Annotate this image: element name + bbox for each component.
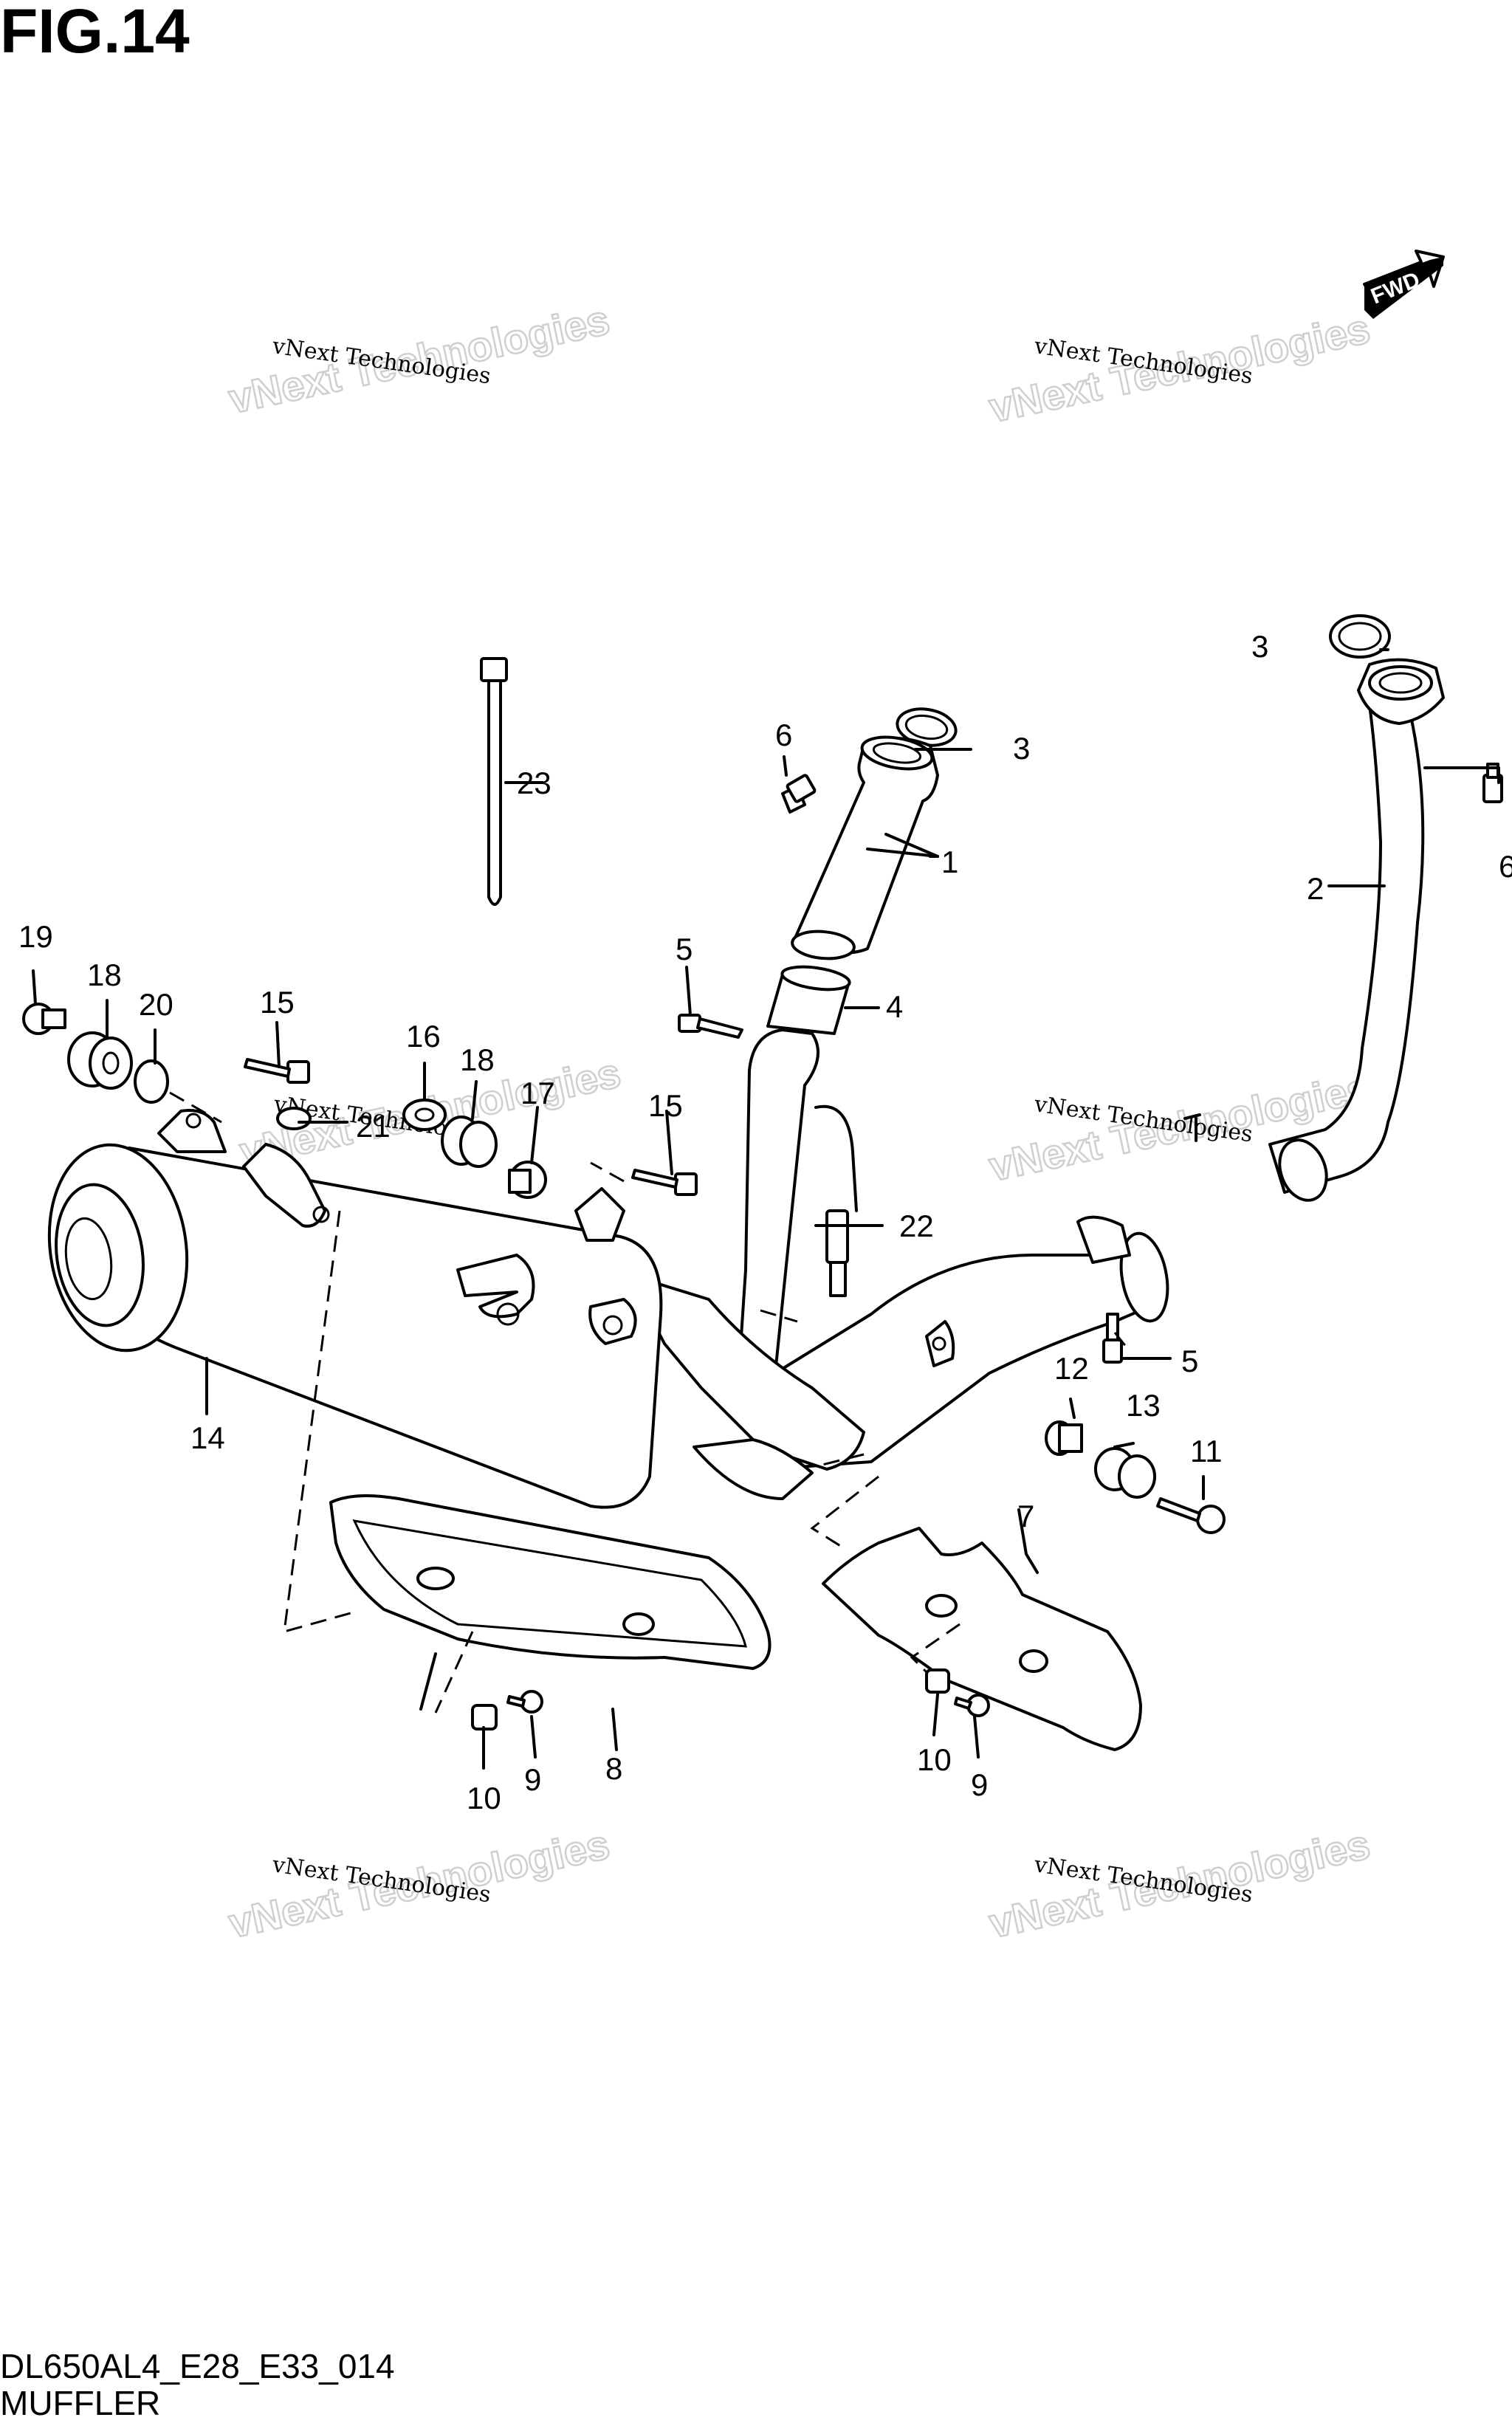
figure-title: FIG.14 [0,0,190,66]
bolt-part-15-right [631,1169,698,1196]
assembly-guide-lines [169,1091,1131,1714]
heat-shield-front-part [329,1494,772,1670]
callout-9-left: 9 [524,1762,541,1797]
callout-17: 17 [520,1076,555,1110]
callout-1: 1 [941,845,958,879]
leader-lines [32,648,1500,1770]
bolt-part-6-left [781,774,817,814]
callout-16: 16 [406,1019,441,1054]
connector-sleeve-part [766,965,851,1035]
collar-part-17 [508,1161,547,1199]
watermark-top-right: vNext Technologies vNext Technologies [984,304,1375,432]
exhaust-pipe-left-part [791,735,939,960]
screw-part-9-left [506,1690,543,1714]
callout-7: 7 [1017,1499,1034,1533]
grommet-part-16 [402,1099,447,1131]
callout-10-left: 10 [467,1781,501,1815]
watermark-bottom-right: vNext Technologies vNext Technologies [984,1820,1375,1948]
callout-6-right: 6 [1499,849,1512,884]
callout-13: 13 [1126,1388,1161,1423]
muffler-part [47,1109,663,1509]
callout-18-right: 18 [460,1042,495,1077]
washer-part-21 [276,1107,312,1130]
callout-15-left: 15 [260,985,295,1020]
collar-part-12 [1045,1420,1083,1456]
callout-15-right: 15 [648,1088,683,1123]
grommet-part-18-right [441,1116,498,1168]
gasket-ring-part-right [1329,614,1391,659]
callout-8: 8 [605,1751,622,1786]
cable-tie-part [480,657,508,906]
diagram-name: MUFFLER [0,2384,161,2422]
oxygen-sensor-part [814,1104,858,1297]
callout-2: 2 [1307,871,1324,906]
bolt-part-15-left [244,1058,310,1084]
callout-3-left: 3 [1013,731,1030,766]
watermark-bottom-left: vNext Technologies vNext Technologies [224,1820,614,1948]
callout-18-left: 18 [87,958,122,992]
bolt-part-11 [1156,1497,1226,1534]
washer-part-20 [134,1059,169,1104]
callout-10-right: 10 [917,1742,952,1777]
callout-4: 4 [886,989,903,1024]
callout-14: 14 [190,1420,225,1455]
callout-3-right: 3 [1251,629,1268,664]
callout-22: 22 [899,1209,934,1243]
exhaust-collector-part [611,1028,1169,1500]
callout-11: 11 [1190,1434,1223,1468]
callout-21: 21 [356,1109,391,1144]
callout-5-lower: 5 [1181,1344,1198,1378]
diagram-code: DL650AL4_E28_E33_014 [0,2347,395,2385]
bolt-part-5-lower [1102,1313,1123,1364]
callout-19: 19 [18,919,53,954]
nut-part-10-right [925,1668,950,1694]
screw-part-9-right [954,1694,990,1717]
fwd-arrow-icon: FWD [1363,250,1445,319]
callout-labels: 1 2 3 3 4 5 5 6 6 7 8 9 9 10 10 11 12 13… [18,629,1512,1815]
callout-6-left: 6 [775,718,792,752]
callout-9-right: 9 [971,1767,988,1802]
callout-12: 12 [1054,1351,1089,1386]
watermark-top-left: vNext Technologies vNext Technologies [224,295,614,423]
callout-20: 20 [139,987,173,1022]
grommet-part-18-left [67,1031,133,1090]
exhaust-pipe-right-part [1268,658,1445,1202]
callout-23: 23 [517,766,551,800]
nut-part-10-left [471,1704,498,1731]
bolt-part-5-upper [678,1014,743,1039]
heat-shield-rear-part [822,1527,1142,1751]
collar-part-19 [22,1003,66,1035]
grommet-part-13 [1094,1447,1156,1499]
callout-5-upper: 5 [676,932,693,966]
